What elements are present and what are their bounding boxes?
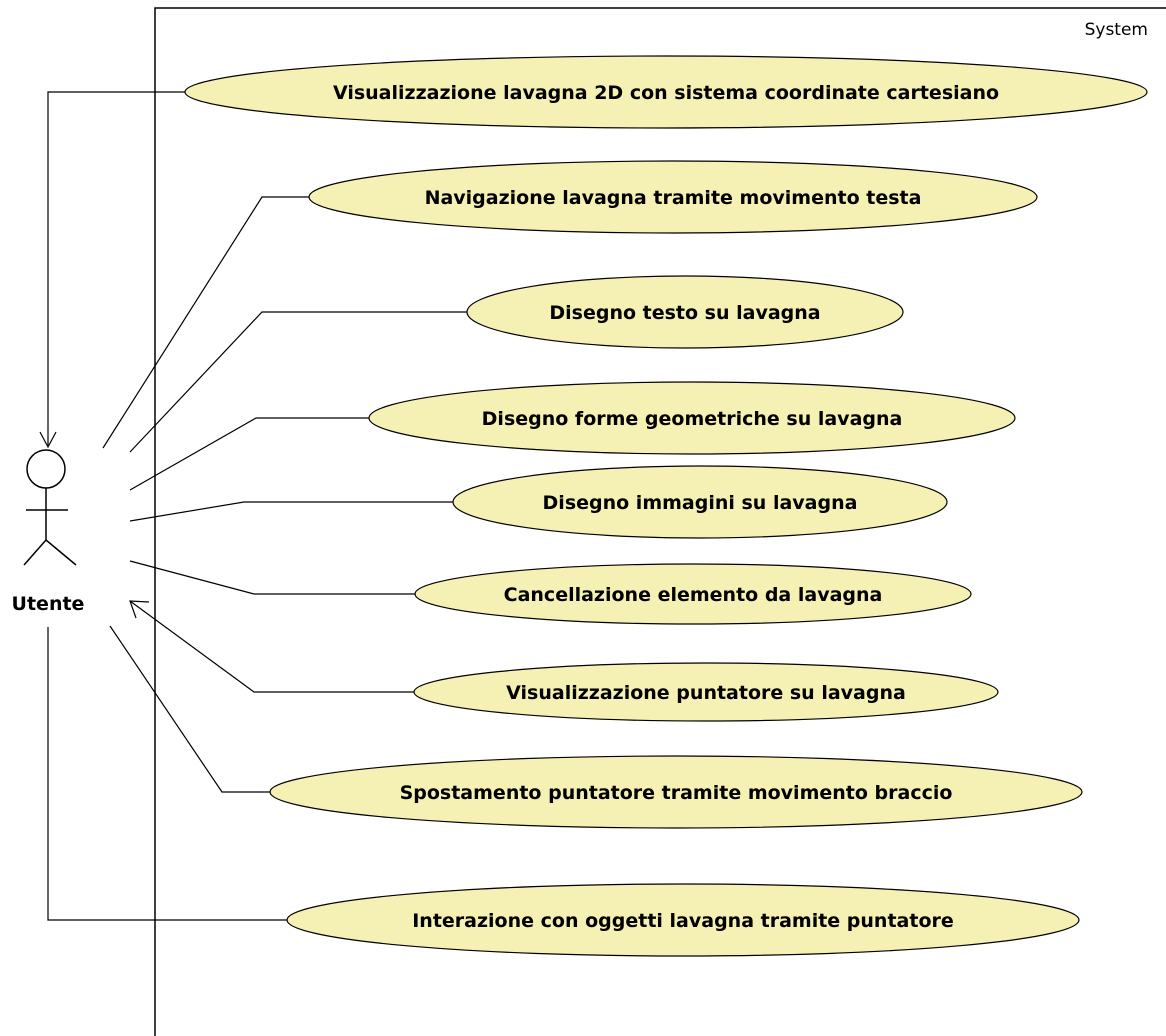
association-uc1-arrowhead (39, 431, 57, 449)
use-case-disegno-immagini[interactable]: Disegno immagini su lavagna (452, 465, 948, 539)
association-uc6 (129, 560, 416, 595)
use-case-disegno-testo[interactable]: Disegno testo su lavagna (466, 275, 904, 349)
association-uc3 (129, 311, 468, 453)
use-case-visualizzazione-puntatore[interactable]: Visualizzazione puntatore su lavagna (413, 662, 999, 722)
association-uc7 (129, 600, 416, 693)
association-uc1 (47, 91, 185, 445)
associations (39, 91, 468, 921)
use-case-label: Visualizzazione lavagna 2D con sistema c… (333, 82, 999, 104)
use-case-label: Interazione con oggetti lavagna tramite … (412, 910, 954, 932)
use-case-interazione-oggetti[interactable]: Interazione con oggetti lavagna tramite … (286, 883, 1080, 957)
actor-right-leg (45, 539, 77, 566)
actor-left-leg (23, 539, 47, 566)
use-case-cancellazione-elemento[interactable]: Cancellazione elemento da lavagna (414, 563, 972, 625)
association-uc2 (102, 196, 310, 449)
use-case-label: Spostamento puntatore tramite movimento … (400, 782, 953, 804)
actor-head (26, 449, 66, 489)
use-case-label: Disegno immagini su lavagna (543, 492, 858, 514)
use-case-spostamento-puntatore[interactable]: Spostamento puntatore tramite movimento … (269, 755, 1083, 829)
use-case-label: Disegno testo su lavagna (549, 302, 820, 324)
association-uc9 (47, 627, 287, 921)
actor-utente[interactable] (23, 449, 77, 566)
use-case-label: Navigazione lavagna tramite movimento te… (425, 187, 922, 209)
system-label: System (1085, 20, 1148, 40)
association-uc7-arrowhead (129, 600, 150, 619)
actor-name: Utente (12, 593, 85, 615)
use-case-label: Visualizzazione puntatore su lavagna (506, 682, 906, 704)
association-uc4 (129, 417, 370, 491)
association-uc8 (109, 625, 270, 793)
use-case-navigazione-lavagna[interactable]: Navigazione lavagna tramite movimento te… (308, 160, 1038, 234)
use-case-label: Disegno forme geometriche su lavagna (482, 408, 903, 430)
use-case-visualizzazione-lavagna[interactable]: Visualizzazione lavagna 2D con sistema c… (184, 55, 1148, 129)
use-case-disegno-forme-geometriche[interactable]: Disegno forme geometriche su lavagna (368, 381, 1016, 455)
association-uc5 (129, 501, 454, 522)
use-case-label: Cancellazione elemento da lavagna (504, 584, 883, 606)
